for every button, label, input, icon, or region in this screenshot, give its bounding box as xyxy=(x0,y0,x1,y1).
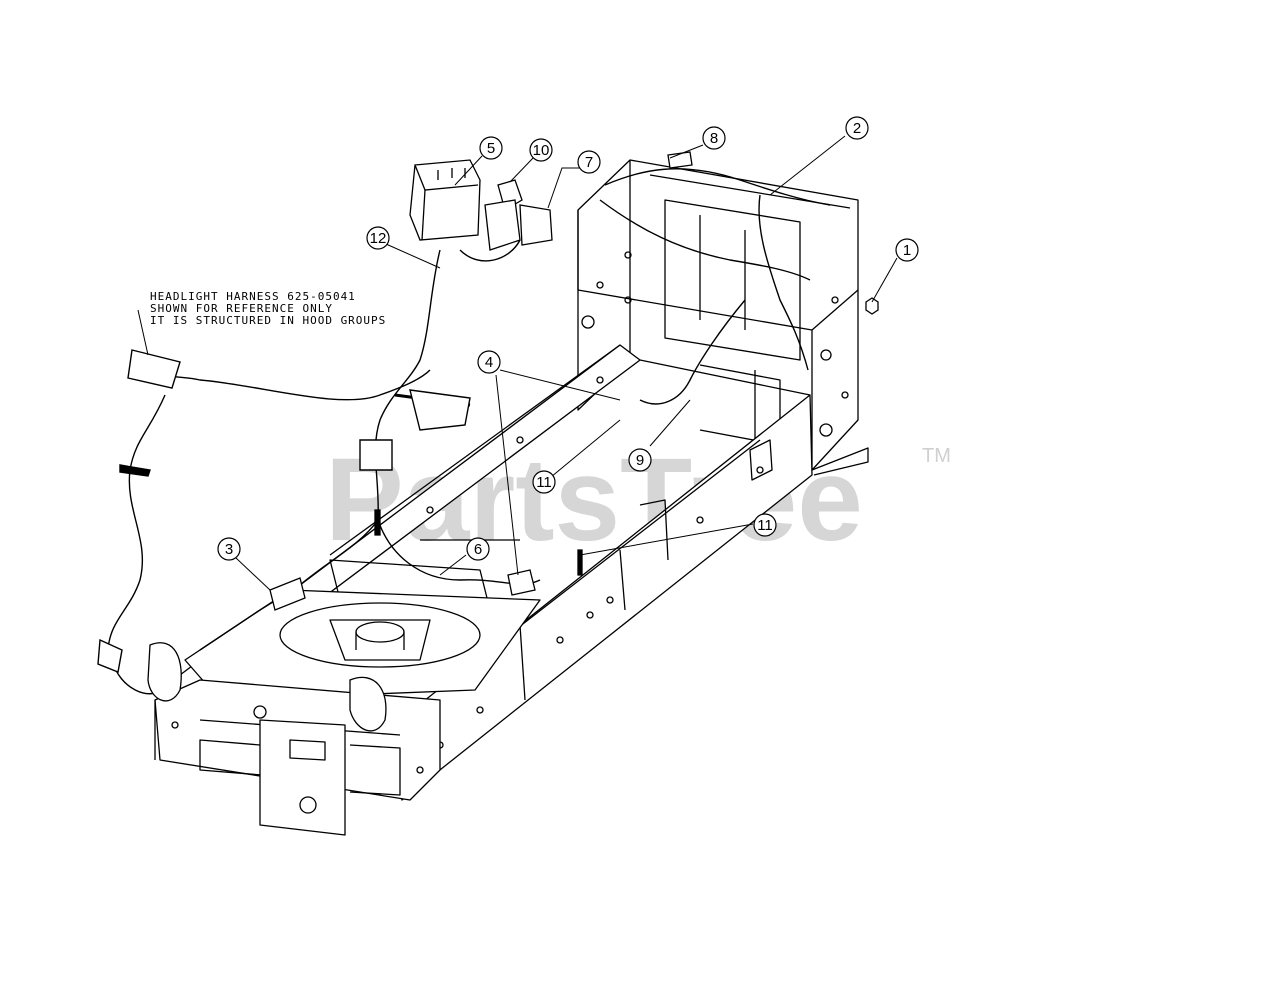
note-line-2: SHOWN FOR REFERENCE ONLY xyxy=(150,302,333,315)
callout-4: 4 xyxy=(477,350,501,374)
callout-8: 8 xyxy=(702,126,726,150)
switch-module xyxy=(484,199,521,251)
callout-label-8: 8 xyxy=(710,130,718,147)
callout-1: 1 xyxy=(895,238,919,262)
watermark-trademark: TM xyxy=(922,445,951,467)
callout-11a: 11 xyxy=(532,470,556,494)
callout-label-7: 7 xyxy=(585,154,593,171)
hex-nut xyxy=(865,297,879,315)
callout-label-5: 5 xyxy=(487,140,495,157)
headlight-right xyxy=(349,676,387,732)
rear-panel-front xyxy=(577,159,859,471)
headlight-harness-wire xyxy=(139,359,431,401)
callouts: 1 2 3 4 5 6 7 8 xyxy=(217,116,919,561)
callout-10: 10 xyxy=(529,138,553,162)
callout-label-11a: 11 xyxy=(536,474,552,491)
callout-9: 9 xyxy=(628,448,652,472)
callout-11b: 11 xyxy=(753,513,777,537)
reference-note: HEADLIGHT HARNESS 625-05041 SHOWN FOR RE… xyxy=(150,290,386,327)
headlight-left xyxy=(147,642,182,702)
leader-lines xyxy=(137,135,898,591)
components xyxy=(147,151,879,732)
callout-label-10: 10 xyxy=(533,142,550,159)
note-line-1: HEADLIGHT HARNESS 625-05041 xyxy=(150,290,356,303)
callout-7: 7 xyxy=(577,150,601,174)
connector-3 xyxy=(269,577,306,611)
callout-5: 5 xyxy=(479,136,503,160)
callout-3: 3 xyxy=(217,537,241,561)
callout-2: 2 xyxy=(845,116,869,140)
callout-label-1: 1 xyxy=(903,242,911,259)
note-line-3: IT IS STRUCTURED IN HOOD GROUPS xyxy=(150,314,386,327)
callout-label-6: 6 xyxy=(474,541,482,558)
callout-label-9: 9 xyxy=(636,452,644,469)
callout-label-3: 3 xyxy=(225,541,233,558)
deck-plate-dish xyxy=(279,602,481,668)
callout-label-2: 2 xyxy=(853,120,861,137)
callout-12: 12 xyxy=(366,226,390,250)
frame-drawing xyxy=(154,159,869,836)
callout-label-4: 4 xyxy=(485,354,493,371)
callout-6: 6 xyxy=(466,537,490,561)
bracket-4 xyxy=(507,569,536,596)
callout-label-11b: 11 xyxy=(757,517,773,534)
callout-label-12: 12 xyxy=(370,230,387,247)
